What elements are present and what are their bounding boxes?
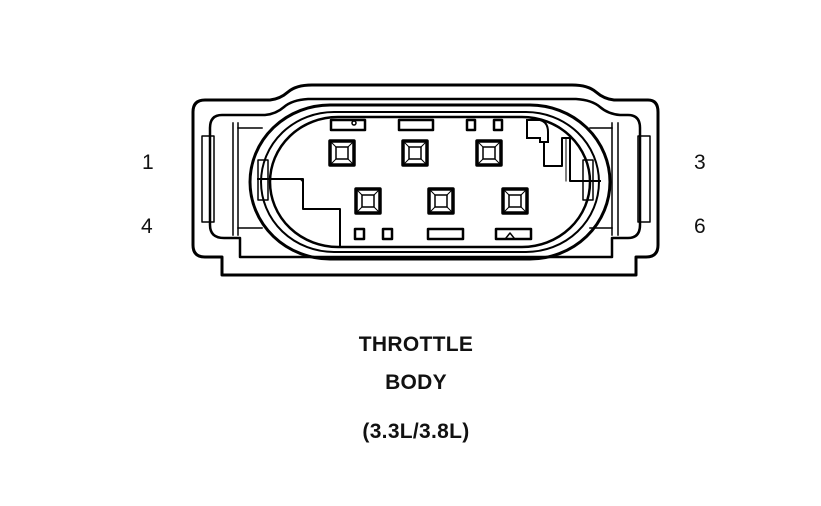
caption-line-1: THROTTLE	[358, 333, 474, 356]
connector-housing-outer	[191, 83, 660, 277]
pin-label-3: 3	[694, 151, 706, 174]
keying-feature-right	[526, 119, 601, 182]
caption-line-2: BODY	[385, 371, 447, 394]
right-latch	[582, 122, 651, 236]
pin-label-1: 1	[142, 151, 154, 174]
caption-line-3: (3.3L/3.8L)	[362, 420, 470, 443]
bottom-cavity-markers	[353, 227, 533, 241]
seal-rings	[248, 103, 612, 261]
pin-cavity-6	[501, 187, 529, 215]
keying-step-left	[257, 178, 341, 248]
pin-label-4: 4	[141, 215, 153, 238]
pin-cavity-3	[475, 139, 503, 167]
pin-cavity-5	[427, 187, 455, 215]
top-cavity-markers	[329, 118, 504, 132]
pin-label-6: 6	[694, 215, 706, 238]
pin-cavity-4	[354, 187, 382, 215]
pin-cavity-2	[401, 139, 429, 167]
pin-cavity-1	[328, 139, 356, 167]
